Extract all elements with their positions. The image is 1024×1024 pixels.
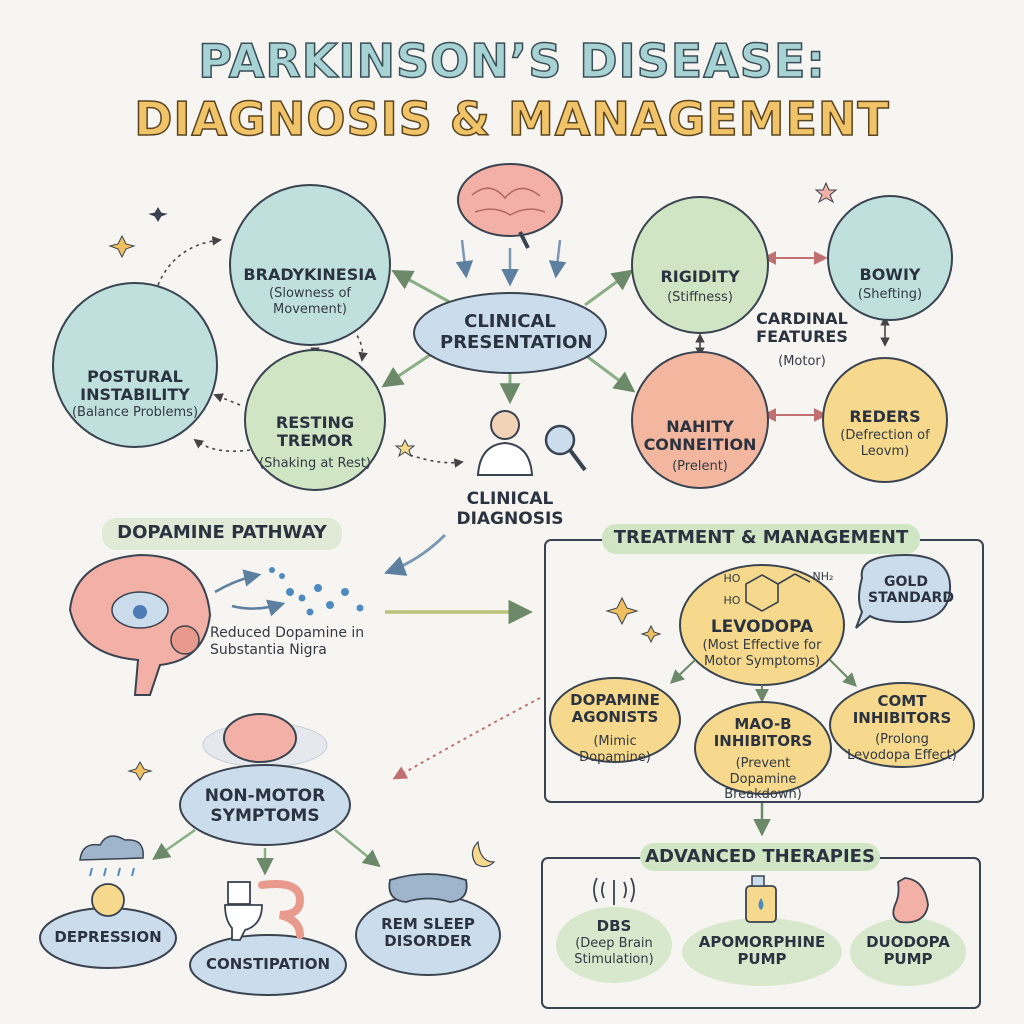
sad-face-icon (91, 883, 125, 917)
maob-subtitle: (Prevent Dopamine Breakdown) (724, 756, 802, 803)
rem-sleep-label: REM SLEEP DISORDER (381, 915, 475, 951)
clinical-presentation-label: CLINICAL PRESENTATION (440, 311, 593, 353)
intestine-icon (258, 880, 305, 939)
cloud-brain-illustration (202, 713, 328, 768)
tremor-subtitle: (Shaking at Rest) (259, 456, 371, 471)
reders-title: REDERS (849, 407, 921, 426)
bubble-bradykinesia (229, 184, 391, 346)
bradykinesia-subtitle: (Slowness of Movement) (269, 286, 351, 317)
bowiy-title: BOWIY (859, 265, 921, 284)
sagittal-brain-illustration (68, 553, 212, 696)
cardinal-features-title: CARDINAL FEATURES (756, 309, 848, 347)
dopamine-arrows (214, 569, 286, 617)
rigidity-title: RIGIDITY (660, 267, 740, 286)
brain-top-illustration (457, 163, 563, 249)
molecule-nh2: NH₂ (812, 570, 834, 583)
bubble-tremor (244, 349, 386, 491)
dopamine-header-bg (102, 518, 342, 550)
levodopa-branch-arrows (669, 659, 857, 703)
levodopa-subtitle: (Most Effective for Motor Symptoms) (702, 638, 822, 669)
bubble-duodopa (850, 918, 966, 986)
rain-cloud-icon (79, 835, 144, 877)
star-decorations (394, 181, 838, 458)
bradykinesia-title: BRADYKINESIA (243, 265, 377, 284)
nonmotor-arrows (152, 828, 381, 876)
comt-subtitle: (Prolong Levodopa Effect) (847, 732, 957, 763)
title-line-1: PARKINSON’S DISEASE: (197, 33, 826, 89)
pump-bottle-icon (745, 875, 777, 923)
nahity-title: NAHITY CONNEITION (643, 417, 757, 455)
treatment-header-bg (602, 524, 920, 554)
bubble-reders (822, 357, 948, 483)
pill-nonmotor (179, 764, 351, 846)
bubble-dbs (556, 907, 672, 983)
moon-icon (471, 840, 496, 868)
bubble-rigidity (631, 196, 769, 334)
gold-standard-label: GOLD STANDARD (868, 574, 954, 607)
agonists-subtitle: (Mimic Dopamine) (579, 734, 651, 765)
sparkle-decorations (108, 207, 662, 782)
levodopa-title: LEVODOPA (710, 617, 814, 637)
right-double-arrows (762, 251, 828, 422)
advanced-header-bg (640, 843, 880, 871)
nonmotor-title: NON-MOTOR SYMPTOMS (204, 786, 326, 826)
dbs-title: DBS (596, 917, 632, 935)
agonists-title: DOPAMINE AGONISTS (570, 691, 660, 727)
bubble-maob (694, 701, 832, 795)
bubble-bowiy (827, 195, 953, 321)
bubble-postural (52, 282, 218, 448)
brain-down-arrows (455, 239, 567, 287)
arrow-to-nonmotor (392, 697, 541, 780)
reders-subtitle: (Defrection of Leovm) (840, 428, 930, 459)
comt-title: COMT INHIBITORS (852, 692, 952, 728)
advanced-header: ADVANCED THERAPIES (645, 846, 875, 867)
pill-constipation (189, 934, 347, 996)
pill-clinical-presentation (413, 292, 607, 374)
nahity-subtitle: (Prelent) (672, 459, 728, 474)
constipation-label: CONSTIPATION (205, 955, 331, 973)
bowiy-subtitle: (Shefting) (857, 287, 923, 302)
clinical-diagnosis-label: CLINICAL DIAGNOSIS (456, 489, 564, 529)
bubble-comt (829, 682, 975, 768)
stomach-icon (892, 877, 929, 924)
molecule-ho-2: HO (723, 594, 741, 607)
gold-standard-bubble (855, 553, 952, 629)
bubble-agonists (549, 677, 681, 763)
title-line-2: DIAGNOSIS & MANAGEMENT (133, 91, 890, 147)
levodopa-molecule-icon (745, 573, 811, 612)
bubble-apomorphine (682, 918, 842, 986)
dopamine-molecules (269, 567, 364, 616)
doctor-illustration (476, 410, 587, 476)
molecule-ho-1: HO (723, 572, 741, 585)
sleep-mask-icon (388, 873, 468, 903)
toilet-icon (224, 881, 263, 941)
apomorphine-title: APOMORPHINE PUMP (698, 933, 826, 969)
dbs-subtitle: (Deep Brain Stimulation) (574, 936, 654, 967)
dopamine-caption: Reduced Dopamine in Substantia Nigra (210, 625, 365, 658)
bubble-nahity (631, 351, 769, 489)
arrow-diagnosis-to-dopamine (384, 533, 447, 576)
tremor-title: RESTING TREMOR (275, 413, 355, 451)
dbs-signal-icon (593, 877, 635, 905)
postural-subtitle: (Balance Problems) (71, 405, 199, 420)
postural-title: POSTURAL INSTABILITY (80, 367, 190, 405)
duodopa-title: DUODOPA PUMP (866, 933, 950, 969)
rigidity-subtitle: (Stiffness) (667, 290, 733, 305)
cardinal-features-subtitle: (Motor) (778, 354, 826, 369)
dopamine-pathway-header: DOPAMINE PATHWAY (117, 522, 327, 543)
treatment-header: TREATMENT & MANAGEMENT (613, 527, 909, 548)
clinical-arrows (381, 269, 636, 405)
maob-title: MAO-B INHIBITORS (713, 715, 813, 751)
depression-label: DEPRESSION (54, 928, 162, 946)
